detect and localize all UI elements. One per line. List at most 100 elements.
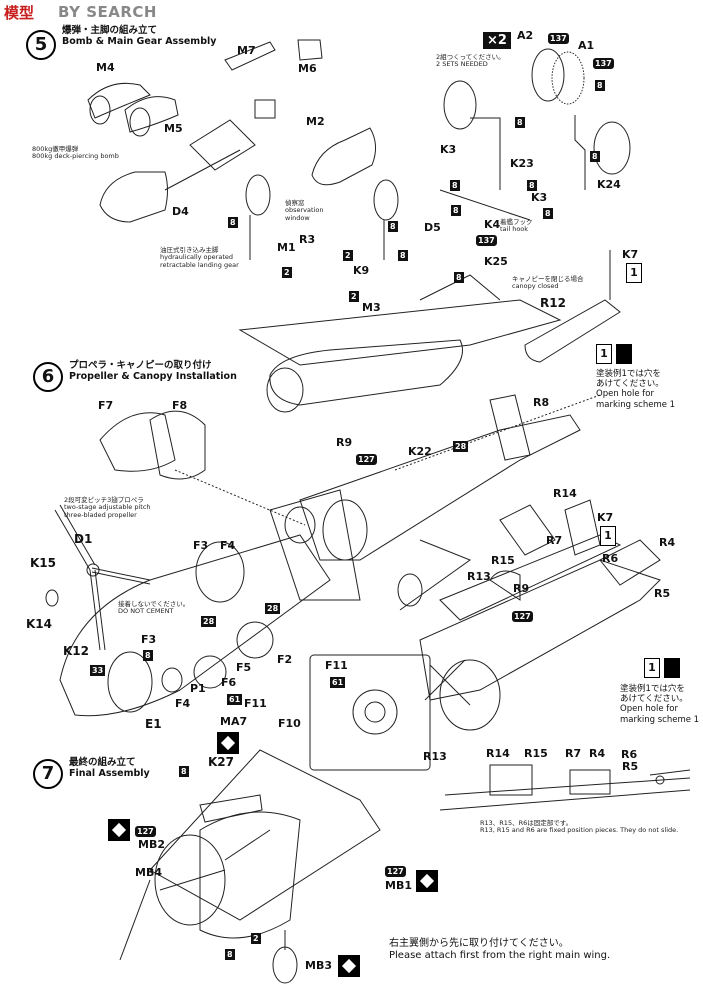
part-label-r9-b: R9	[513, 582, 530, 595]
part-label-k25: K25	[484, 255, 508, 268]
part-label-r5-b: R5	[622, 760, 639, 773]
wing-note-ja: 右主翼側から先に取り付けてください。	[389, 938, 569, 949]
cement-note-ja: 接着しないでください。	[118, 600, 190, 608]
part-label-f7: F7	[98, 399, 114, 412]
ref-61-b: 61	[330, 677, 346, 688]
wing-note-en: Please attach first from the right main …	[389, 950, 611, 961]
ref-33: 33	[90, 665, 106, 676]
step-5-title: 爆弾・主脚の組み立て Bomb & Main Gear Assembly	[62, 25, 216, 48]
part-label-f8: F8	[172, 399, 188, 412]
drill-hole-symbol-b	[664, 658, 680, 678]
paint-symbol-k7-a: 1	[626, 263, 642, 283]
diamond-symbol-mb2	[108, 819, 130, 841]
part-label-d5: D5	[424, 221, 441, 234]
part-label-r12: R12	[540, 296, 566, 310]
hook-note-en: tail hook	[500, 225, 529, 234]
ref-28-a: 28	[453, 441, 469, 452]
part-label-f4-b: F4	[175, 697, 191, 710]
fixed-pieces-note: R13、R15、R6は固定部です。 R13, R15 and R6 are fi…	[480, 819, 679, 835]
ref-137-a: 137	[548, 33, 569, 44]
ref-8-k: 8	[454, 272, 464, 283]
gear-note-ja: 油圧式引き込み主脚	[160, 246, 219, 254]
part-label-m5: M5	[164, 122, 183, 135]
window-note-en1: observation	[285, 206, 324, 215]
bomb-drawing	[99, 39, 323, 223]
part-label-r9-a: R9	[336, 436, 353, 449]
ref-8-m: 8	[179, 766, 189, 777]
ref-8-n: 8	[225, 949, 235, 960]
part-label-r6-a: R6	[602, 552, 619, 565]
hole-note-b-en1: Open hole for	[620, 704, 678, 715]
canopy-note-en: canopy closed	[512, 282, 559, 291]
ref-8-h: 8	[228, 217, 238, 228]
step-5-number: 5	[26, 30, 56, 60]
hole-note-a-ja1: 塗装例1では穴を	[596, 369, 661, 379]
two-sets-note-en: 2 SETS NEEDED	[436, 60, 488, 69]
part-label-r13-a: R13	[467, 570, 491, 583]
ref-137-b: 137	[593, 58, 614, 69]
canopy-note-ja: キャノピーを閉じる場合	[512, 275, 584, 283]
part-label-d1: D1	[74, 532, 93, 546]
step-7-title: 最終の組み立て Final Assembly	[69, 757, 150, 780]
part-label-f5: F5	[236, 661, 252, 674]
ref-28-c: 28	[201, 616, 217, 627]
diamond-symbol-mb1	[416, 870, 438, 892]
part-label-k12: K12	[63, 644, 89, 658]
hole-note-a-en1: Open hole for	[596, 389, 654, 400]
canopy-closed-note: キャノピーを閉じる場合 canopy closed	[512, 275, 584, 291]
prop-note-ja: 2段可変ピッチ3翅プロペラ	[64, 496, 144, 504]
fixed-note-en: R13, R15 and R6 are fixed position piece…	[480, 826, 679, 835]
part-label-r8: R8	[533, 396, 550, 409]
part-label-m2: M2	[306, 115, 325, 128]
part-label-k15: K15	[30, 556, 56, 570]
ref-137-c: 137	[476, 235, 497, 246]
canopy-rail-diagram	[439, 764, 691, 811]
part-label-r3: R3	[299, 233, 316, 246]
part-label-mb3: MB3	[305, 959, 332, 972]
part-label-f11-a: F11	[325, 659, 348, 672]
gear-note-en1: hydraulically operated	[160, 253, 233, 262]
paint-symbol-k7-b: 1	[600, 526, 616, 546]
part-label-r6-b: R6	[621, 748, 638, 761]
aircraft-step6-right	[419, 499, 661, 731]
observation-window-note: 偵察窓 observation window	[285, 199, 324, 222]
hole-note-b-ja2: あけてください。	[620, 694, 688, 705]
part-label-m6: M6	[298, 62, 317, 75]
landing-gear-note: 油圧式引き込み主脚 hydraulically operated retract…	[160, 246, 239, 269]
part-label-r14-a: R14	[553, 487, 577, 500]
prop-note-en1: two-stage adjustable pitch	[64, 503, 151, 512]
part-label-mb1: MB1	[385, 879, 412, 892]
ref-2-c: 2	[349, 291, 359, 302]
hole-note-a-en2: marking scheme 1	[596, 399, 676, 410]
two-sets-note: 2組つくってください。 2 SETS NEEDED	[436, 53, 505, 69]
watermark-logo: 模型	[4, 4, 35, 22]
part-label-f10: F10	[278, 717, 301, 730]
part-label-f4-a: F4	[220, 539, 236, 552]
part-label-r13-b: R13	[423, 750, 447, 763]
cement-note-en: DO NOT CEMENT	[118, 607, 174, 616]
part-label-p1: P1	[190, 682, 206, 695]
ref-2-b: 2	[343, 250, 353, 261]
part-label-k23: K23	[510, 157, 534, 170]
paint-symbol-one-a: 1	[596, 344, 612, 364]
gear-note-en2: retractable landing gear	[160, 260, 239, 269]
ref-2-d: 2	[251, 933, 261, 944]
drop-tank-drawing	[87, 82, 179, 137]
bomb-note: 800kg徹甲爆弾 800kg deck-piercing bomb	[32, 145, 119, 161]
part-label-k14: K14	[26, 617, 52, 631]
multiplier-badge: ×2	[483, 32, 511, 49]
window-note-ja: 偵察窓	[285, 199, 305, 207]
part-label-f6: F6	[221, 676, 237, 689]
part-label-r14-b: R14	[486, 747, 510, 760]
ref-8-g: 8	[451, 205, 461, 216]
step-6-title: プロペラ・キャノピーの取り付け Propeller & Canopy Insta…	[69, 360, 237, 383]
right-wing-first-note: 右主翼側から先に取り付けてください。 Please attach first f…	[389, 938, 610, 962]
part-label-r4-a: R4	[659, 536, 676, 549]
ref-127-d: 127	[385, 866, 406, 877]
part-label-m4: M4	[96, 61, 115, 74]
hole-note-b-ja1: 塗装例1では穴を	[620, 684, 685, 694]
fuselage-underside-step5	[238, 274, 562, 413]
part-label-f11-b: F11	[244, 697, 267, 710]
part-label-r4-b: R4	[589, 747, 606, 760]
